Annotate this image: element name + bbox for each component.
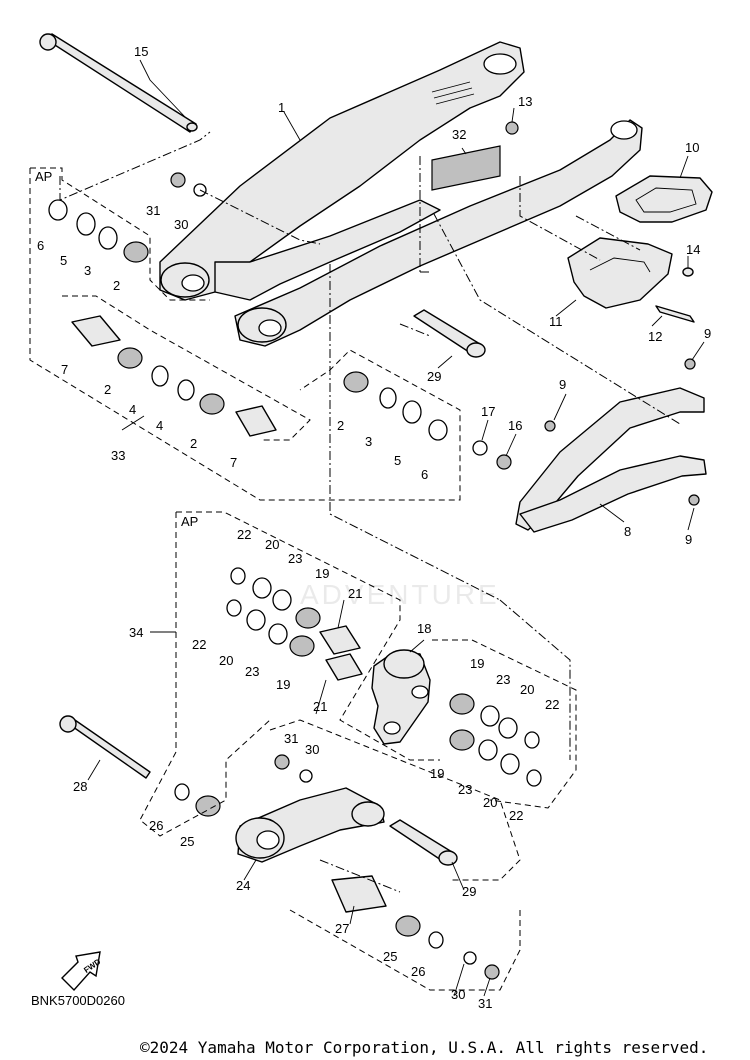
callout-26: 26 <box>149 818 163 833</box>
copyright-notice: ©2024 Yamaha Motor Corporation, U.S.A. A… <box>140 1038 709 1057</box>
callout-2: 2 <box>337 418 344 433</box>
callout-20: 20 <box>520 682 534 697</box>
swingarm <box>159 41 643 347</box>
callout-19: 19 <box>276 677 290 692</box>
diagram-code: BNK5700D0260 <box>31 993 125 1008</box>
callout-10: 10 <box>685 140 699 155</box>
washers-and-seals <box>48 121 700 980</box>
callout-23: 23 <box>245 664 259 679</box>
chain-guide-assembly <box>567 175 713 323</box>
callout-33: 33 <box>111 448 125 463</box>
callout-11: 11 <box>549 314 563 329</box>
callout-20: 20 <box>219 653 233 668</box>
callout-14: 14 <box>686 242 700 257</box>
callout-26: 26 <box>411 964 425 979</box>
callout-2: 2 <box>113 278 120 293</box>
bolt-29-lower <box>389 819 458 866</box>
callout-29: 29 <box>462 884 476 899</box>
callout-29: 29 <box>427 369 441 384</box>
callout-30: 30 <box>174 217 188 232</box>
callout-2: 2 <box>104 382 111 397</box>
callout-19: 19 <box>430 766 444 781</box>
callout-7: 7 <box>61 362 68 377</box>
watermark-text: ADVENTURE <box>300 579 500 610</box>
callout-24: 24 <box>236 878 250 893</box>
callout-13: 13 <box>518 94 532 109</box>
callout-31: 31 <box>146 203 160 218</box>
callout-4: 4 <box>156 418 163 433</box>
callout-12: 12 <box>648 329 662 344</box>
ap-label-lower: AP <box>181 514 198 529</box>
callout-21: 21 <box>313 699 327 714</box>
callout-7: 7 <box>230 455 237 470</box>
callout-30: 30 <box>305 742 319 757</box>
callout-20: 20 <box>483 795 497 810</box>
callout-18: 18 <box>417 621 431 636</box>
callout-9: 9 <box>559 377 566 392</box>
callout-2: 2 <box>190 436 197 451</box>
center-lines <box>59 131 681 893</box>
leader-lines <box>87 59 705 997</box>
ap-label-upper: AP <box>35 169 52 184</box>
bushings <box>71 241 475 937</box>
callout-9: 9 <box>685 532 692 547</box>
callout-8: 8 <box>624 524 631 539</box>
callout-3: 3 <box>84 263 91 278</box>
callout-5: 5 <box>60 253 67 268</box>
callout-1: 1 <box>278 100 285 115</box>
callout-20: 20 <box>265 537 279 552</box>
callout-numbers: 1 2 2 2 2 3 3 4 4 5 5 6 6 7 7 8 9 9 9 10… <box>37 44 711 1011</box>
relay-arm-18 <box>371 649 431 745</box>
pivot-shaft-15 <box>39 33 198 133</box>
callout-21: 21 <box>348 586 362 601</box>
callout-6: 6 <box>421 467 428 482</box>
callout-16: 16 <box>508 418 522 433</box>
callout-4: 4 <box>129 402 136 417</box>
connecting-rod-24 <box>235 787 385 863</box>
callout-19: 19 <box>470 656 484 671</box>
chain-slider <box>515 387 707 533</box>
callout-23: 23 <box>496 672 510 687</box>
callout-25: 25 <box>383 949 397 964</box>
callout-28: 28 <box>73 779 87 794</box>
callout-22: 22 <box>192 637 206 652</box>
callout-15: 15 <box>134 44 148 59</box>
callout-32: 32 <box>452 127 466 142</box>
dashed-boundaries <box>29 167 577 991</box>
callout-5: 5 <box>394 453 401 468</box>
bolt-29-upper <box>413 309 486 358</box>
callout-30: 30 <box>451 987 465 1002</box>
callout-6: 6 <box>37 238 44 253</box>
callout-22: 22 <box>545 697 559 712</box>
callout-9: 9 <box>704 326 711 341</box>
callout-19: 19 <box>315 566 329 581</box>
callout-22: 22 <box>509 808 523 823</box>
callout-31: 31 <box>284 731 298 746</box>
callout-23: 23 <box>458 782 472 797</box>
bolt-28 <box>59 715 151 779</box>
callout-34: 34 <box>129 625 143 640</box>
fwd-arrow-icon: FWD <box>61 951 103 992</box>
callout-23: 23 <box>288 551 302 566</box>
callout-3: 3 <box>365 434 372 449</box>
callout-31: 31 <box>478 996 492 1011</box>
callout-25: 25 <box>180 834 194 849</box>
callout-27: 27 <box>335 921 349 936</box>
callout-22: 22 <box>237 527 251 542</box>
callout-17: 17 <box>481 404 495 419</box>
